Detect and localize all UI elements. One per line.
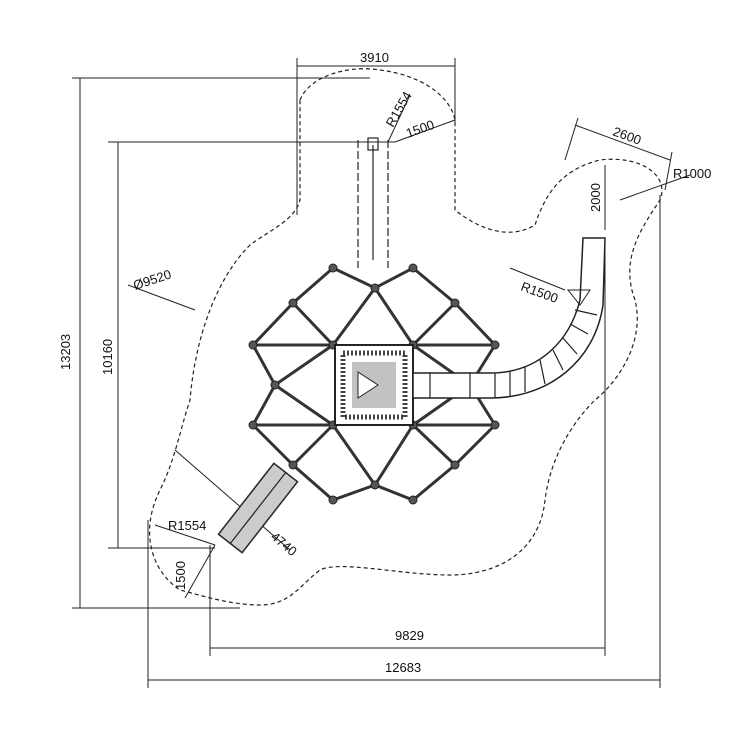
safety-zone-boundary (149, 68, 663, 606)
central-platform (334, 344, 414, 426)
dim-label: 3910 (360, 50, 389, 65)
dim-label: 12683 (385, 660, 421, 675)
dim-total-height: 13203 (58, 77, 370, 609)
dim-inner-width: 9829 (209, 240, 606, 656)
dim-total-width: 12683 (147, 195, 661, 688)
dim-label: R1554 (168, 518, 206, 533)
dim-label: 10160 (100, 339, 115, 375)
dim-top-width: 3910 (296, 50, 456, 215)
dim-label: 2000 (588, 183, 603, 212)
dim-label: 9829 (395, 628, 424, 643)
dim-label: 1500 (173, 561, 188, 590)
dim-label: R1554 (383, 89, 415, 130)
dim-label: 4740 (268, 529, 300, 559)
net-tunnel (217, 462, 299, 554)
dim-inner-height: 10160 (100, 141, 395, 549)
dim-label: 13203 (58, 334, 73, 370)
swing (357, 137, 389, 268)
dim-label: 1500 (404, 117, 436, 141)
dim-label: Ø9520 (131, 267, 173, 293)
dim-label: R1500 (519, 279, 560, 306)
dim-label: R1000 (673, 166, 711, 181)
tube-slide (412, 237, 606, 399)
